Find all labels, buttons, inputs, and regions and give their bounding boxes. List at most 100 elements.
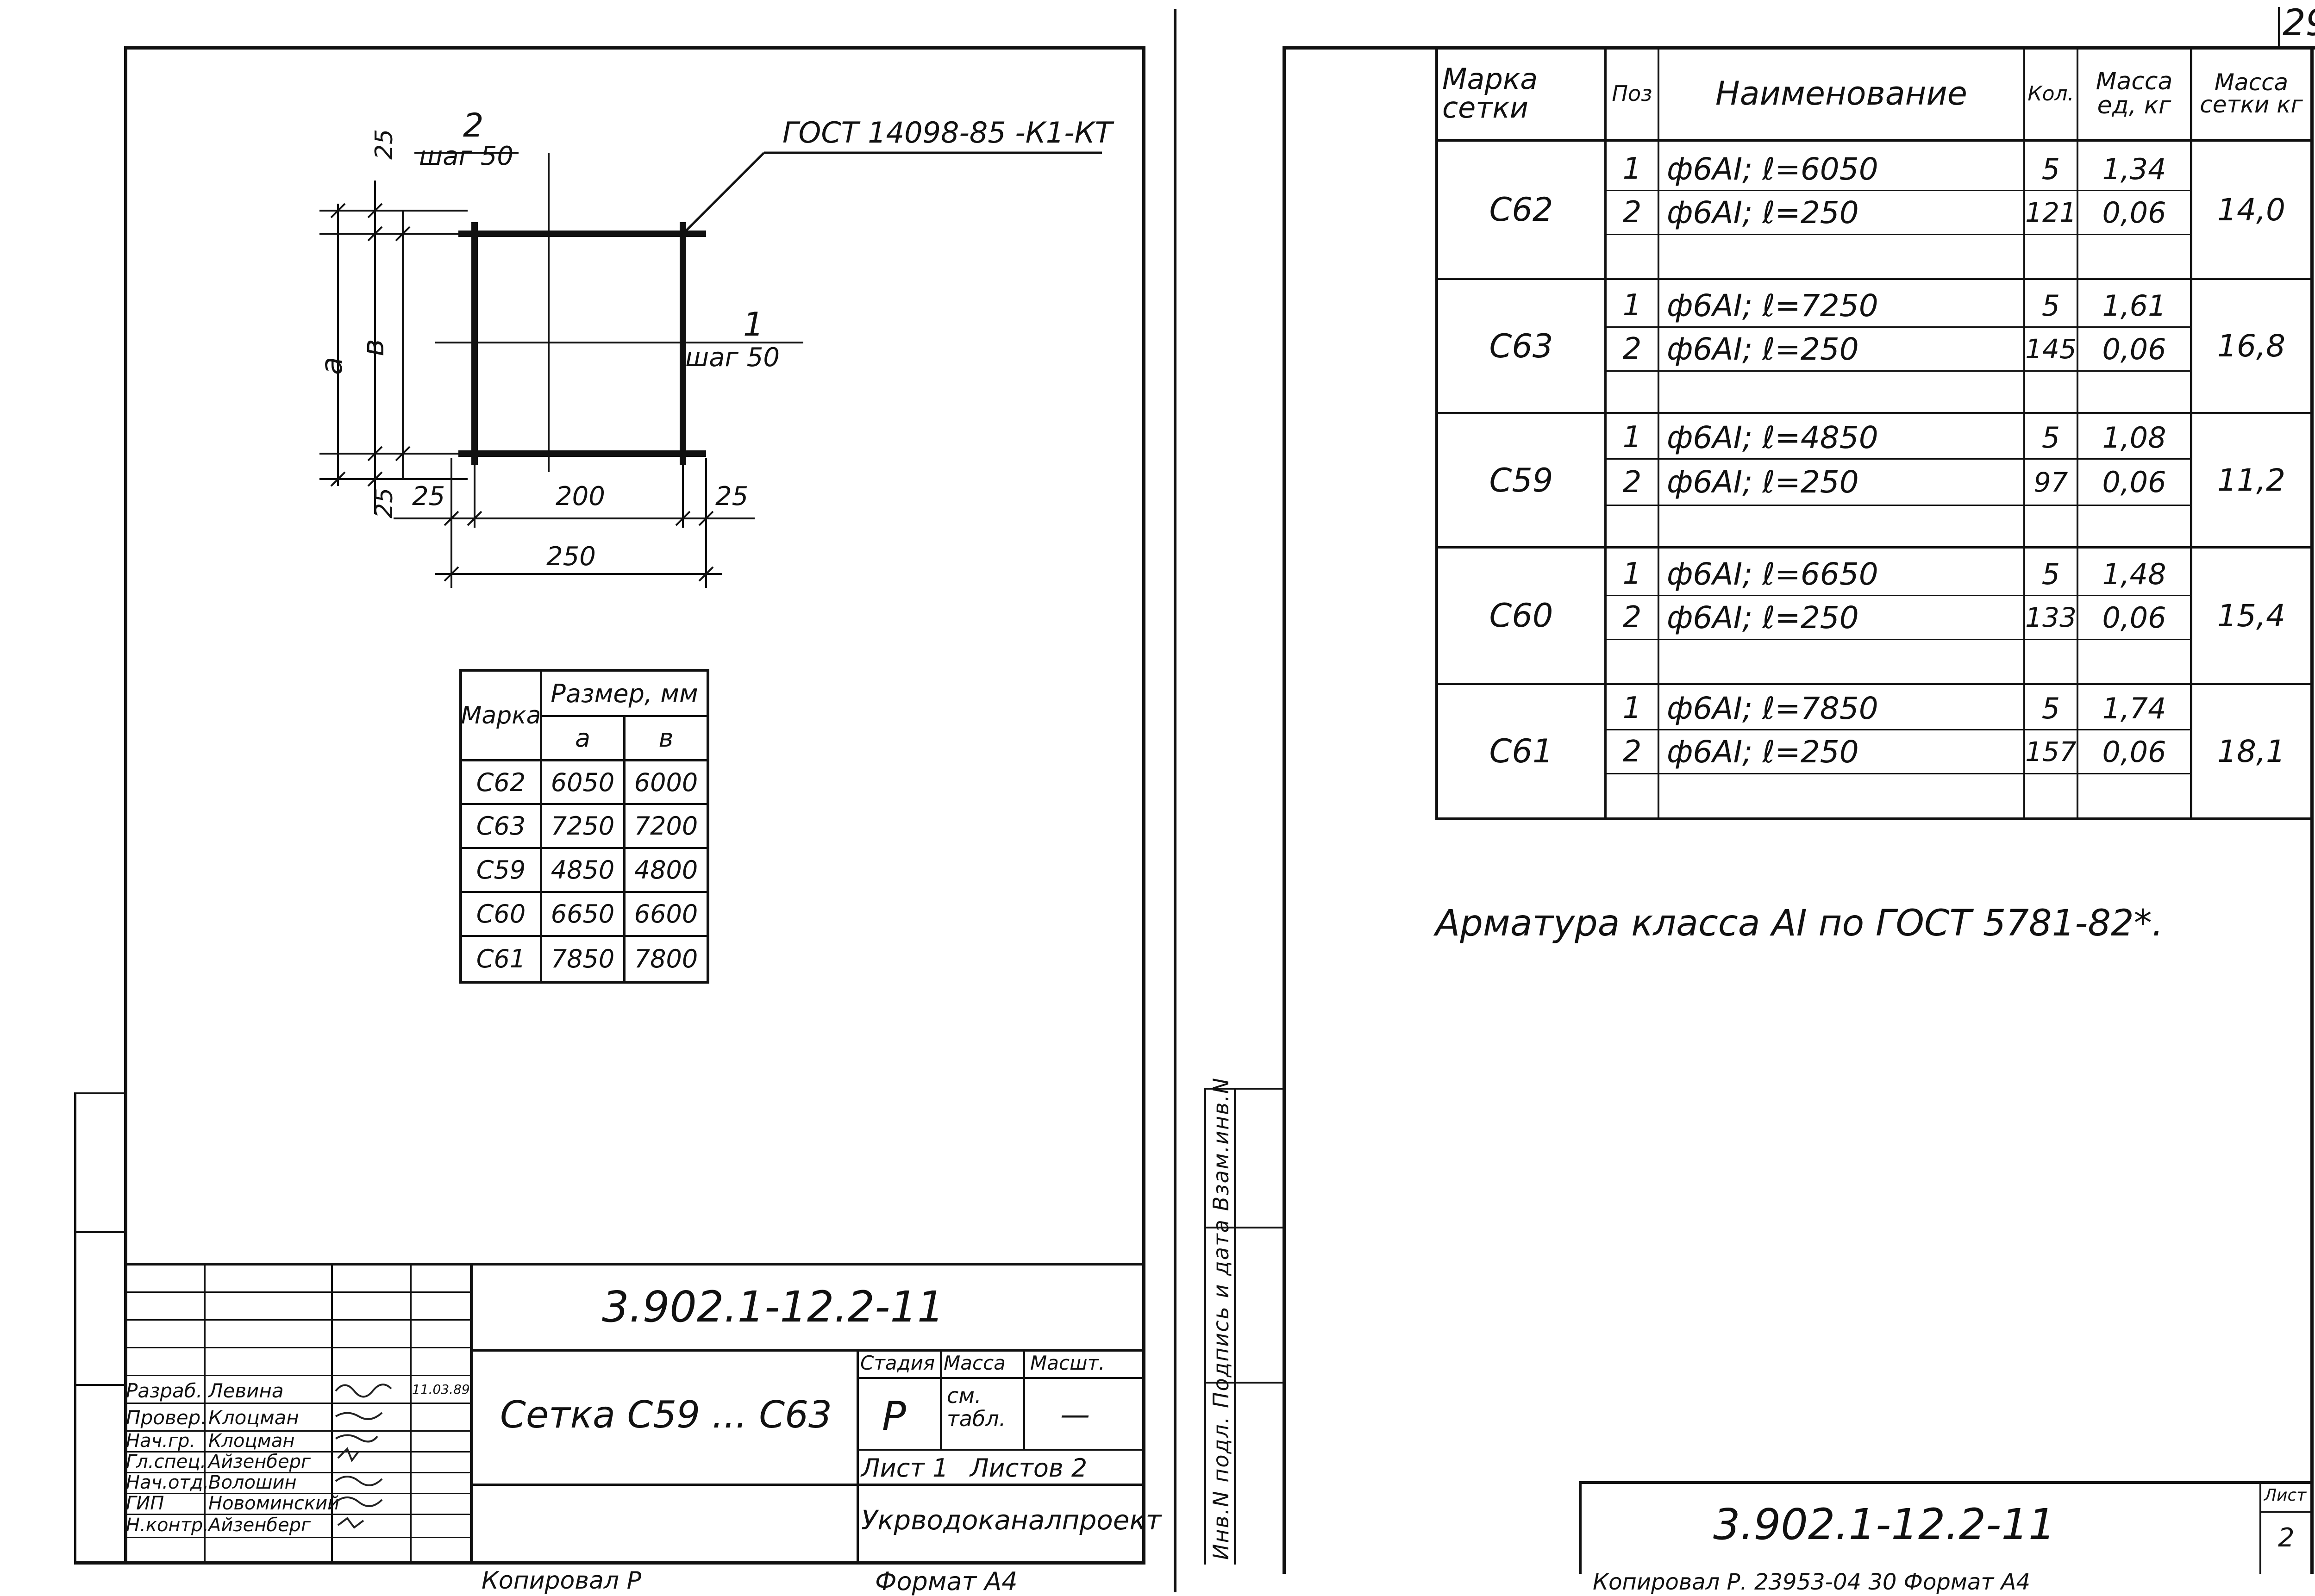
drawing-title: Сетка С59 ... С63 xyxy=(500,1393,832,1436)
bottom-copied-right: Копировал Р. 23953-04 30 Формат А4 xyxy=(1593,1569,2031,1595)
spec-unit-mass: 1,48 xyxy=(2102,557,2166,591)
size-cell-b: 7800 xyxy=(634,944,698,973)
dim-left-25: 25 xyxy=(412,481,445,511)
side-stamp: Инв.N подл. Подпись и дата Взам.инв.N xyxy=(1208,1077,1233,1560)
mass-value: см. табл. xyxy=(947,1383,1006,1431)
spec-pos: 2 xyxy=(1622,465,1642,499)
spec-qty: 5 xyxy=(2041,691,2060,725)
spec-unit-mass: 1,74 xyxy=(2102,691,2166,725)
spec-item-name: ф6АI; ℓ=6050 xyxy=(1667,151,1878,187)
sheets-label: Листов 2 xyxy=(970,1453,1088,1483)
spec-header-mark: Марка сетки xyxy=(1442,62,1538,125)
note: Арматура класса АI по ГОСТ 5781-82*. xyxy=(1435,903,2164,944)
role-name: Левина xyxy=(208,1379,284,1402)
spec-mesh-mass: 16,8 xyxy=(2217,328,2285,364)
size-cell-mark: С62 xyxy=(476,767,526,797)
scale-value: — xyxy=(1060,1398,1090,1432)
spec-item-name: ф6АI; ℓ=250 xyxy=(1667,464,1859,500)
size-cell-mark: С60 xyxy=(476,899,526,929)
doc-code-right: 3.902.1-12.2-11 xyxy=(1713,1500,2056,1549)
bar2-position: 2 xyxy=(463,106,484,144)
spec-pos: 2 xyxy=(1622,600,1642,635)
page-number: 29 xyxy=(2283,2,2315,44)
mass-label: Масса xyxy=(944,1352,1006,1374)
role-name: Айзенберг xyxy=(208,1451,311,1472)
size-cell-b: 7200 xyxy=(634,811,698,841)
spec-item-name: ф6АI; ℓ=7850 xyxy=(1667,690,1878,726)
size-cell-b: 6600 xyxy=(634,899,698,929)
spec-qty: 133 xyxy=(2025,602,2077,633)
spec-item-name: ф6АI; ℓ=250 xyxy=(1667,599,1859,636)
spec-mesh-mass: 18,1 xyxy=(2217,733,2285,769)
size-cell-b: 4800 xyxy=(634,855,698,885)
dim-right-25: 25 xyxy=(715,481,749,511)
spec-pos: 2 xyxy=(1622,332,1642,366)
stage-value: Р xyxy=(882,1393,906,1440)
bar1-step: шаг 50 xyxy=(685,343,780,373)
role-label: Провер. xyxy=(126,1406,207,1429)
spec-mesh-mass: 15,4 xyxy=(2217,598,2285,634)
size-table-header-size: Размер, мм xyxy=(551,679,698,708)
spec-item-name: ф6АI; ℓ=7250 xyxy=(1667,287,1878,324)
gost-reference: ГОСТ 14098-85 -К1-КТ xyxy=(782,116,1113,150)
sheet-divider xyxy=(1174,9,1176,1592)
size-cell-a: 6050 xyxy=(551,767,615,797)
spec-pos: 1 xyxy=(1622,691,1642,725)
spec-item-name: ф6АI; ℓ=250 xyxy=(1667,734,1859,770)
spec-header-name: Наименование xyxy=(1715,75,1967,112)
spec-item-name: ф6АI; ℓ=6650 xyxy=(1667,556,1878,592)
scale-label: Масшт. xyxy=(1030,1352,1105,1374)
size-cell-a: 6650 xyxy=(551,899,615,929)
spec-pos: 1 xyxy=(1622,557,1642,591)
spec-header-pos: Поз xyxy=(1612,81,1652,106)
copied-by-left: Копировал Р xyxy=(482,1567,641,1595)
role-name: Айзенберг xyxy=(208,1515,311,1536)
size-table-header-mark: Марка xyxy=(462,701,540,729)
sheet-number-right: 2 xyxy=(2278,1523,2295,1553)
stage-label: Стадия xyxy=(860,1352,935,1374)
dim-200: 200 xyxy=(556,481,605,511)
role-label: Гл.спец. xyxy=(126,1451,206,1472)
spec-pos: 1 xyxy=(1622,152,1642,186)
spec-qty: 5 xyxy=(2041,420,2060,455)
size-cell-a: 4850 xyxy=(551,855,615,885)
date: 11.03.89 xyxy=(412,1382,470,1397)
spec-mesh-mass: 14,0 xyxy=(2217,192,2285,228)
role-name: Клоцман xyxy=(208,1406,299,1429)
spec-mark: С59 xyxy=(1489,461,1553,499)
size-cell-a: 7250 xyxy=(551,811,615,841)
spec-unit-mass: 0,06 xyxy=(2102,600,2166,635)
role-label: Нач.отд. xyxy=(126,1472,209,1493)
role-label: Нач.гр. xyxy=(126,1430,196,1452)
spec-unit-mass: 1,08 xyxy=(2102,420,2166,455)
role-label: Н.контр. xyxy=(126,1515,209,1536)
dim-250: 250 xyxy=(546,542,596,572)
role-name: Новоминский xyxy=(208,1493,340,1514)
spec-pos: 2 xyxy=(1622,735,1642,769)
spec-item-name: ф6АI; ℓ=4850 xyxy=(1667,419,1878,455)
spec-mark: С61 xyxy=(1489,732,1553,770)
size-table-header-b: в xyxy=(658,723,674,753)
sheet-label-right: Лист xyxy=(2264,1486,2307,1505)
spec-header-qty: Кол. xyxy=(2027,81,2074,106)
spec-qty: 5 xyxy=(2041,152,2060,186)
role-name: Волошин xyxy=(208,1472,297,1493)
role-name: Клоцман xyxy=(208,1430,295,1452)
spec-unit-mass: 0,06 xyxy=(2102,465,2166,499)
spec-unit-mass: 0,06 xyxy=(2102,332,2166,366)
size-table-header-a: а xyxy=(575,723,591,753)
spec-item-name: ф6АI; ℓ=250 xyxy=(1667,331,1859,367)
spec-unit-mass: 1,34 xyxy=(2102,152,2166,186)
spec-item-name: ф6АI; ℓ=250 xyxy=(1667,194,1859,231)
spec-unit-mass: 0,06 xyxy=(2102,195,2166,230)
size-cell-mark: С61 xyxy=(476,944,526,973)
spec-mark: С63 xyxy=(1489,327,1553,365)
bar2-step: шаг 50 xyxy=(419,141,514,171)
spec-pos: 1 xyxy=(1622,288,1642,323)
spec-header-mass-mesh: Масса сетки кг xyxy=(2200,69,2303,118)
format-left: Формат А4 xyxy=(875,1567,1018,1596)
spec-qty: 97 xyxy=(2033,466,2068,498)
sheet-label: Лист 1 xyxy=(861,1453,949,1483)
